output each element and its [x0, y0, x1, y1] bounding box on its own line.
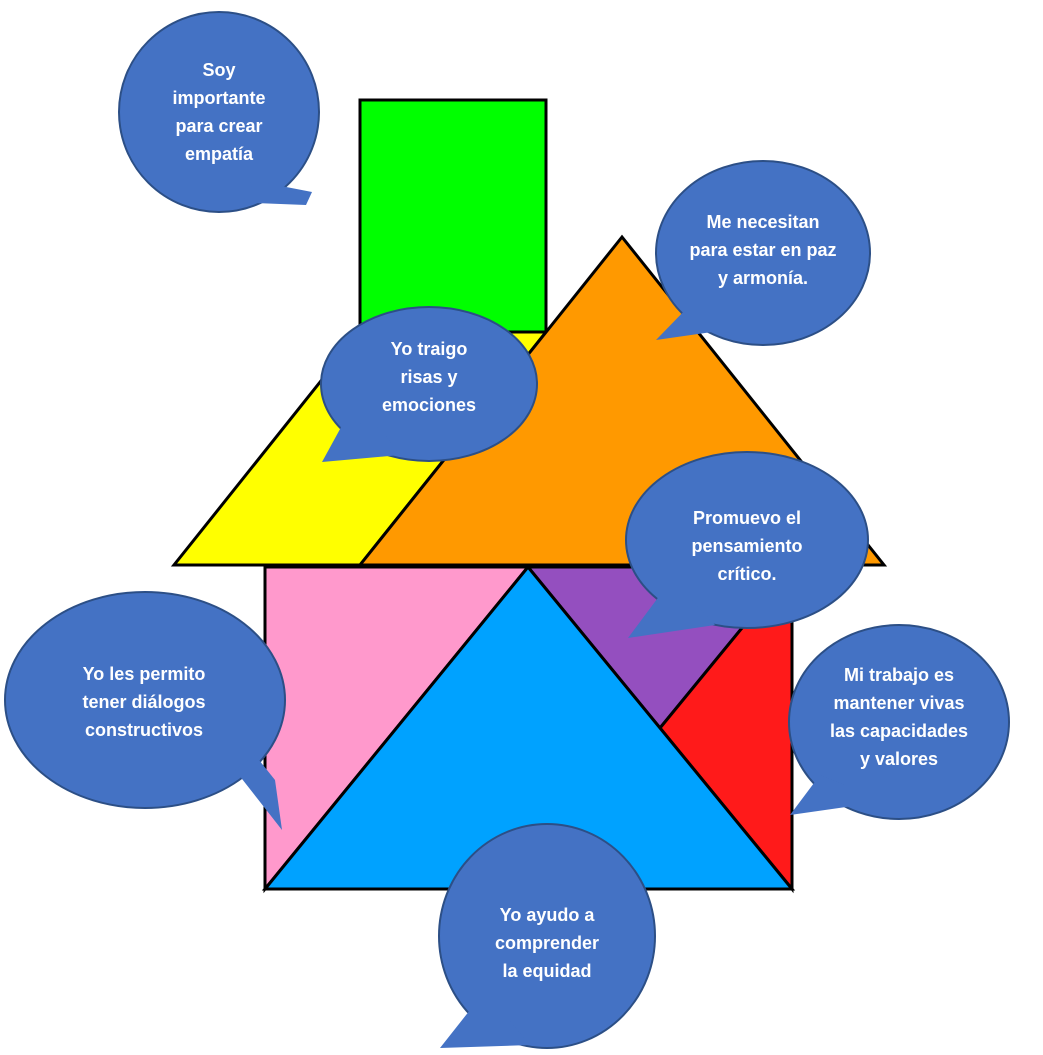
- bubble-laughter-text: Yo traigo risas y emociones: [381, 339, 477, 415]
- bubble-critical-thinking-text: Promuevo el pensamiento crítico.: [691, 508, 803, 584]
- bubble-values: [788, 624, 1010, 820]
- bubble-laughter: [320, 306, 538, 462]
- bubble-equity: [438, 823, 656, 1049]
- bubble-empathy-text: Soy importante para crear empatía: [172, 60, 266, 164]
- bubble-peace-text: Me necesitan para estar en paz y armonía…: [689, 212, 837, 288]
- chimney-square: [358, 98, 548, 334]
- bubble-peace: [655, 160, 871, 346]
- bubble-critical-thinking: [625, 451, 869, 638]
- bubble-equity-text: Yo ayudo a comprender la equidad: [494, 905, 600, 981]
- bubble-empathy: [118, 11, 320, 213]
- bubble-dialogue-text: Yo les permito tener diálogos constructi…: [82, 664, 206, 740]
- bubble-values-text: Mi trabajo es mantener vivas las capacid…: [829, 665, 969, 769]
- bubble-dialogue: [4, 591, 286, 830]
